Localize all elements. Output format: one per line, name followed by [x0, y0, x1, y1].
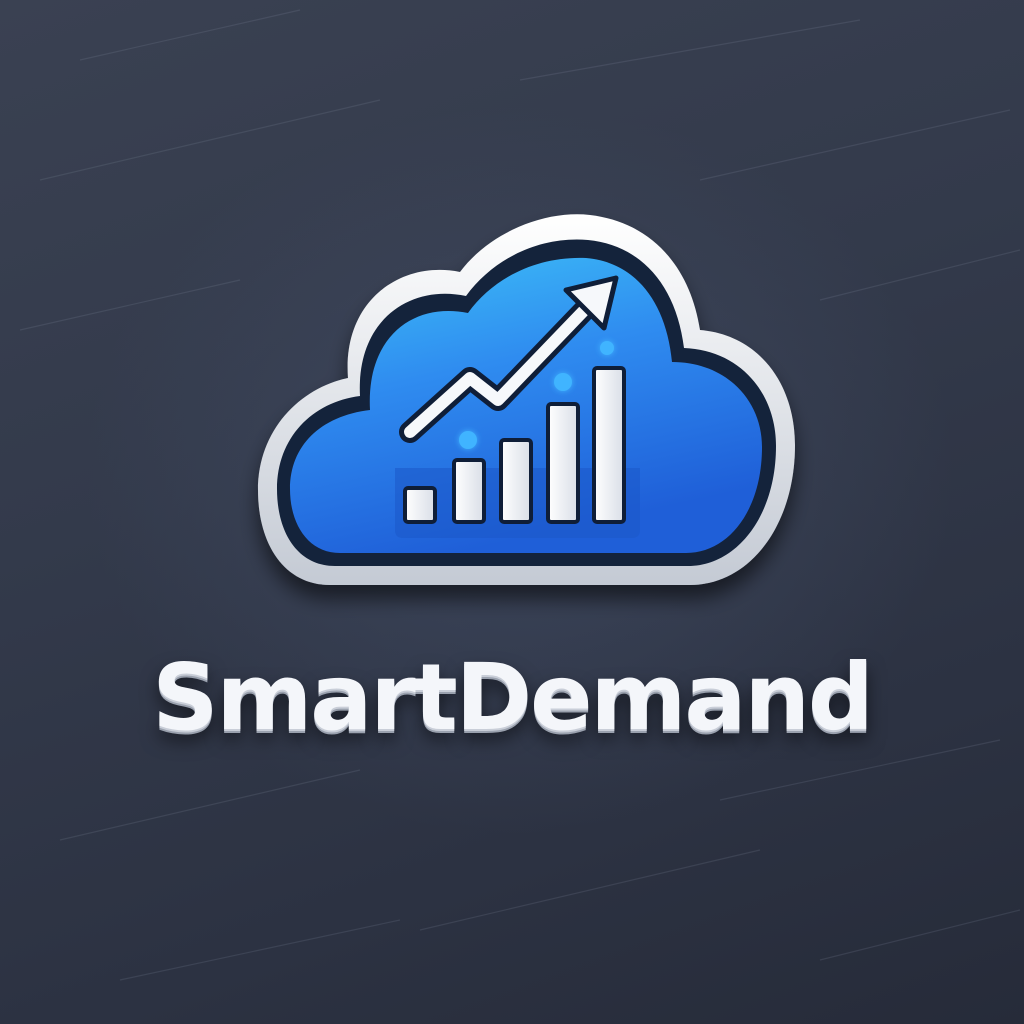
- accent-dot: [459, 431, 477, 449]
- brand-wordmark: SmartDemand: [152, 644, 874, 751]
- bar-4: [546, 402, 580, 524]
- bar-3: [499, 438, 533, 524]
- accent-dots: [459, 341, 614, 449]
- bar-1: [403, 486, 437, 524]
- accent-dot: [554, 373, 572, 391]
- bar-2: [452, 458, 486, 524]
- bar-5: [592, 366, 626, 524]
- trend-up-arrow-icon: [399, 275, 619, 443]
- bar-chart: [403, 366, 626, 524]
- accent-dot: [600, 341, 614, 355]
